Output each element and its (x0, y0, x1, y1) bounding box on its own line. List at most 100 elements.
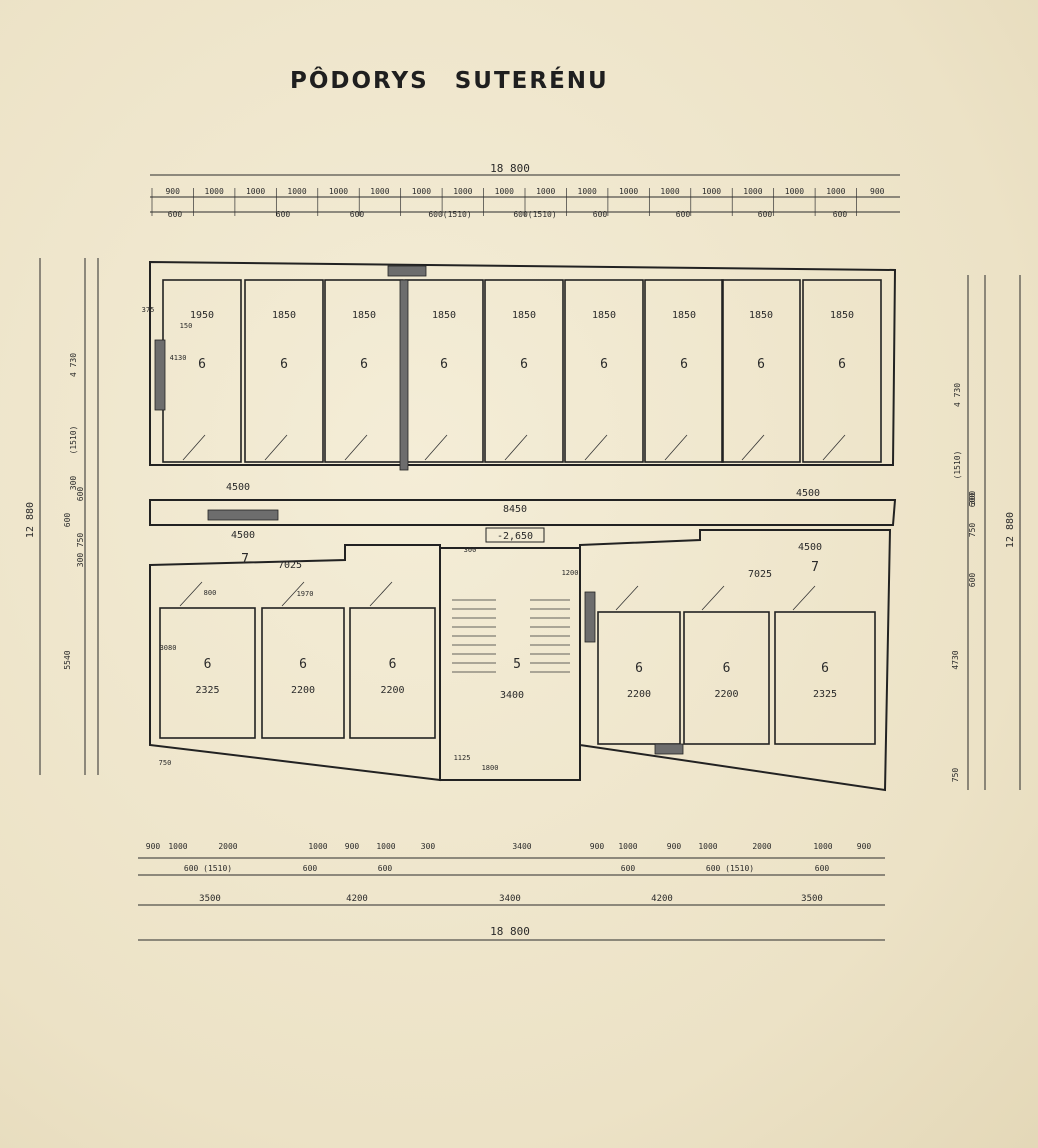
left-dim: 300 (76, 553, 85, 568)
bottom-dim: 1000 (698, 842, 717, 851)
right-dim: 750 (951, 768, 960, 783)
door-swing (822, 434, 846, 461)
room-width-label: 1850 (672, 310, 696, 321)
top-dim-sub: 600 (676, 210, 691, 219)
top-dim: 1000 (205, 187, 224, 196)
room-number: 6 (723, 661, 731, 676)
left-dim: 600 (63, 513, 72, 528)
hall-width-left: 4500 (231, 530, 255, 541)
bottom-dim: 2000 (752, 842, 771, 851)
door-swing (281, 581, 305, 607)
room-width-label: 2200 (627, 689, 651, 700)
top-dim-sub: 600(1510) (428, 210, 471, 219)
hall-number-right: 7 (811, 560, 819, 575)
room-number: 6 (360, 357, 368, 372)
walls (149, 260, 897, 792)
overall-width-top: 18 800 (490, 162, 530, 175)
right-dim: 600 (968, 573, 977, 588)
room-width-label: 1850 (749, 310, 773, 321)
labels-layer: 1950618506185061850618506185061850618506… (25, 162, 1016, 938)
door-swing (664, 434, 688, 461)
bottom-dim: 900 (857, 842, 872, 851)
bottom-dim: 3400 (512, 842, 531, 851)
bottom-dim: 1000 (168, 842, 187, 851)
top-dim: 1000 (826, 187, 845, 196)
top-dim: 1000 (578, 187, 597, 196)
upper-room (484, 279, 564, 463)
lower-right-room (597, 611, 681, 745)
right-dim: 4730 (951, 650, 960, 669)
room-width-label: 2325 (195, 685, 219, 696)
door-swing (179, 581, 203, 607)
top-dim: 1000 (287, 187, 306, 196)
room-number: 6 (821, 661, 829, 676)
top-dim: 1000 (495, 187, 514, 196)
top-dim-sub: 600 (833, 210, 848, 219)
bottom-dim: 900 (667, 842, 682, 851)
staircase-width-label: 3400 (500, 690, 524, 701)
door-swing (741, 434, 765, 461)
upper-wing-outline (149, 260, 897, 466)
misc-dim: 375 (142, 306, 155, 314)
misc-dim: 1200 (562, 569, 579, 577)
room-width-label: 1850 (272, 310, 296, 321)
rooms-layer (151, 188, 882, 755)
bottom-dim: 900 (345, 842, 360, 851)
top-dim-sub: 600 (168, 210, 183, 219)
left-dim: 5540 (63, 650, 72, 669)
corridor-width: 8450 (503, 504, 527, 515)
top-dim-sub: 600 (276, 210, 291, 219)
lower-right-room (683, 611, 770, 745)
top-dim: 1000 (370, 187, 389, 196)
hall-width-right: 4500 (798, 542, 822, 553)
door-swing (182, 434, 206, 461)
overall-height-left: 12 880 (25, 502, 36, 538)
hall-number-left: 7 (241, 552, 249, 567)
room-number: 6 (838, 357, 846, 372)
bottom-dim-sub: 600 (303, 864, 318, 873)
lower-left-outline (149, 544, 441, 782)
bottom-dim: 2000 (218, 842, 237, 851)
top-dim: 1000 (412, 187, 431, 196)
room-width-label: 1950 (190, 310, 214, 321)
hatched-wall (387, 265, 427, 277)
bottom-dim-sub: 600 (1510) (706, 864, 754, 873)
top-dim: 1000 (660, 187, 679, 196)
staircase-outline (439, 547, 581, 781)
misc-dim: 4130 (170, 354, 187, 362)
title-word-2: SUTERÉNU (454, 68, 609, 94)
bottom-dim: 300 (421, 842, 436, 851)
upper-room (802, 279, 882, 463)
corridor-segment-right: 4500 (796, 488, 820, 499)
room-number: 6 (389, 657, 397, 672)
top-dim: 1000 (536, 187, 555, 196)
room-width-label: 1850 (352, 310, 376, 321)
staircase-number: 5 (513, 657, 521, 672)
right-dim: 750 (968, 523, 977, 538)
hall-length-left: 7025 (278, 560, 302, 571)
top-dim: 900 (165, 187, 180, 196)
door-swing (344, 434, 368, 461)
room-width-label: 1850 (512, 310, 536, 321)
right-dim: 4 730 (953, 383, 962, 407)
bottom-dim-sub: 600 (378, 864, 393, 873)
lower-left-room (349, 607, 436, 739)
bottom-dim: 900 (590, 842, 605, 851)
corridor-segment-left: 4500 (226, 482, 250, 493)
bottom-dim-sub: 600 (621, 864, 636, 873)
overall-height-right: 12 880 (1005, 512, 1016, 548)
room-number: 6 (635, 661, 643, 676)
room-width-label: 2200 (291, 685, 315, 696)
title-word-1: PÔDORYS (290, 68, 429, 94)
bottom-dim-module: 3500 (199, 894, 221, 904)
bottom-dim-sub: 600 (1510) (184, 864, 232, 873)
door-swing (424, 434, 448, 461)
upper-room (644, 279, 724, 463)
bottom-dim: 1000 (376, 842, 395, 851)
misc-dim: 750 (159, 759, 172, 767)
door-swing (504, 434, 528, 461)
top-dim-sub: 600(1510) (513, 210, 556, 219)
bottom-dim-module: 3400 (499, 894, 521, 904)
room-number: 6 (198, 357, 206, 372)
